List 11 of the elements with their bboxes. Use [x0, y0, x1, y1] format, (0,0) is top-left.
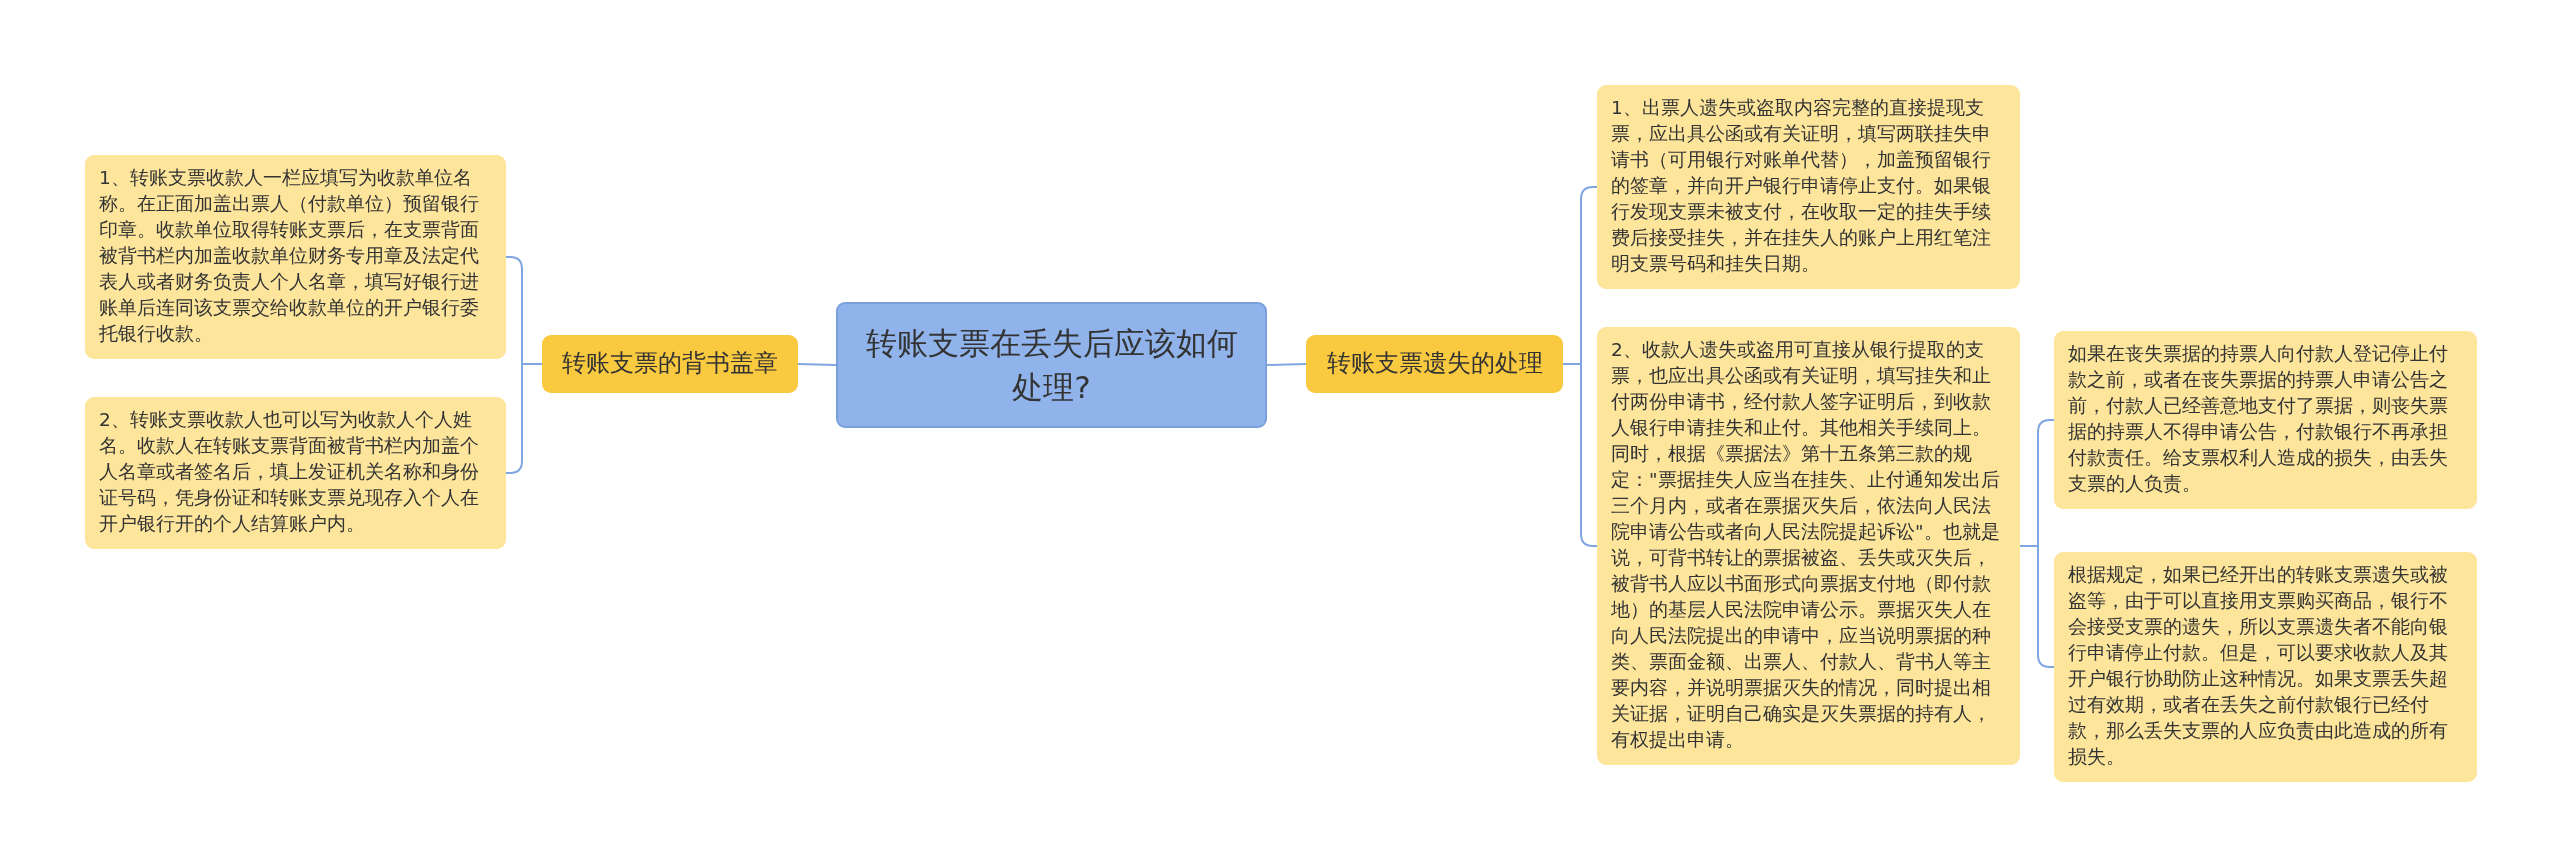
branch-box: 转账支票遗失的处理	[1306, 335, 1563, 393]
note-box: 1、出票人遗失或盗取内容完整的直接提现支票，应出具公函或有关证明，填写两联挂失申请书（可用银行对账单代替），加盖预留银行的签章，并向开户银行申请停止支付。如果银行发现支票未被支付，在收取一定的挂失手续费后接受挂失，并在挂失人的账户上用红笔注明支票号码和挂失日期。	[1597, 85, 2020, 289]
note-box: 如果在丧失票据的持票人向付款人登记停止付款之前，或者在丧失票据的持票人申请公告之前，付款人已经善意地支付了票据，则丧失票据的持票人不得申请公告，付款银行不再承担付款责任。给支票权利人造成的损失，由丢失支票的人负责。	[2054, 331, 2477, 509]
note-box: 根据规定，如果已经开出的转账支票遗失或被盗等，由于可以直接用支票购买商品，银行不会接受支票的遗失，所以支票遗失者不能向银行申请停止付款。但是，可以要求收款人及其开户银行协助防止这种情况。如果支票丢失超过有效期，或者在丢失之前付款银行已经付款，那么丢失支票的人应负责由此造成的所有损失。	[2054, 552, 2477, 782]
connector-line	[1266, 363, 1307, 366]
branch-box: 转账支票的背书盖章	[542, 335, 798, 393]
note-box: 2、转账支票收款人也可以写为收款人个人姓名。收款人在转账支票背面被背书栏内加盖个人名章或者签名后，填上发证机关名称和身份证号码，凭身份证和转账支票兑现存入个人在开户银行开的个人结算账户内。	[85, 397, 506, 549]
note-box: 2、收款人遗失或盗用可直接从银行提取的支票，也应出具公函或有关证明，填写挂失和止付两份申请书，经付款人签字证明后，到收款人银行申请挂失和止付。其他相关手续同上。同时，根据《票据法》第十五条第三款的规定："票据挂失人应当在挂失、止付通知发出后三个月内，或者在票据灭失后，依法向人民法院申请公告或者向人民法院提起诉讼"。也就是说，可背书转让的票据被盗、丢失或灭失后，被背书人应以书面形式向票据支付地（即付款地）的基层人民法院申请公示。票据灭失人在向人民法院提出的申请中，应当说明票据的种类、票面金额、出票人、付款人、背书人等主要内容，并说明票据灭失的情况，同时提出相关证据，证明自己确实是灭失票据的持有人，有权提出申请。	[1597, 327, 2020, 765]
connector-line	[797, 363, 837, 366]
topic-box: 转账支票在丢失后应该如何处理?	[836, 302, 1267, 428]
note-box: 1、转账支票收款人一栏应填写为收款单位名称。在正面加盖出票人（付款单位）预留银行印章。收款单位取得转账支票后，在支票背面被背书栏内加盖收款单位财务专用章及法定代表人或者财务负责人个人名章，填写好银行进账单后连同该支票交给收款单位的开户银行委托银行收款。	[85, 155, 506, 359]
